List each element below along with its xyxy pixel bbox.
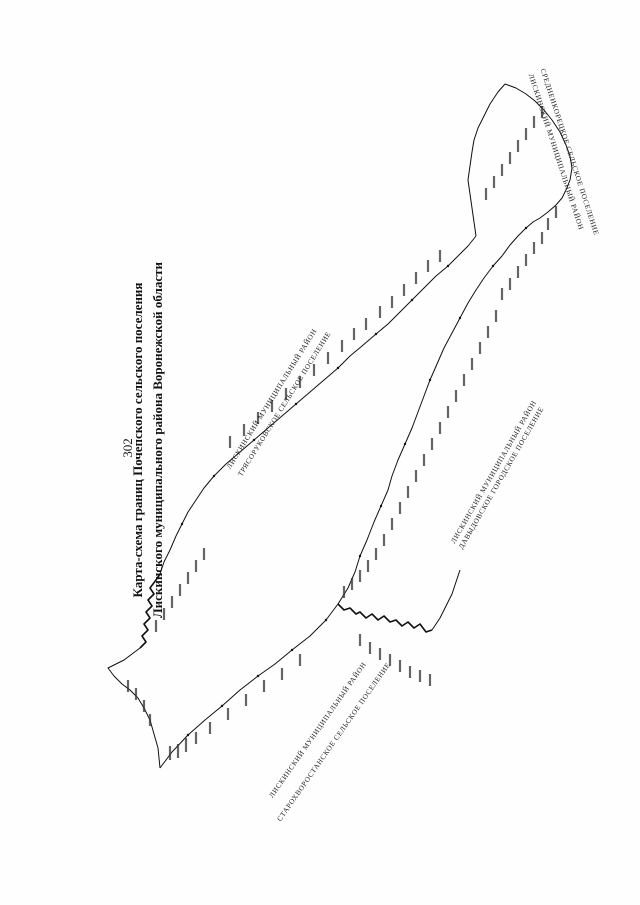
survey-point (336, 366, 340, 370)
survey-point (294, 402, 298, 406)
boundary-center-zigzag (337, 603, 433, 633)
boundary-west-segment (107, 647, 161, 769)
label-mark-cluster (342, 310, 498, 598)
label-mark-cluster (168, 654, 302, 760)
survey-point (524, 226, 528, 230)
survey-point (428, 378, 432, 382)
label-mark-cluster (154, 548, 206, 632)
map-title-line-1: Карта-схема границ Почепского сельского … (130, 282, 145, 598)
label-mark-cluster (126, 680, 152, 726)
survey-points (180, 226, 528, 737)
boundary-line (107, 83, 573, 769)
survey-point (374, 332, 378, 336)
label-mark-cluster (500, 206, 558, 300)
boundary-north-segment (159, 217, 541, 769)
point-label-marks (126, 106, 558, 760)
survey-point (403, 442, 407, 446)
boundary-top-segment (159, 235, 477, 575)
survey-point (324, 618, 328, 622)
survey-point (180, 522, 184, 526)
survey-point (220, 704, 224, 708)
survey-point (458, 316, 462, 320)
survey-point (410, 298, 414, 302)
map-title-line-2: Лискинского муниципального района Вороне… (150, 262, 165, 619)
label-mark-cluster (358, 634, 432, 686)
survey-point (379, 504, 383, 508)
survey-point (212, 474, 216, 478)
survey-point (491, 264, 495, 268)
boundary-east-segment (504, 83, 573, 219)
survey-point (252, 438, 256, 442)
boundary-southeast (431, 569, 461, 631)
survey-point (290, 648, 294, 652)
survey-point (186, 733, 190, 737)
survey-point (256, 674, 260, 678)
label-mark-cluster (484, 106, 544, 200)
label-mark-cluster (228, 250, 442, 448)
survey-point (446, 264, 450, 268)
boundary-west-zigzag (139, 573, 161, 649)
survey-point (358, 554, 362, 558)
boundary-northeast-inner (467, 83, 506, 237)
